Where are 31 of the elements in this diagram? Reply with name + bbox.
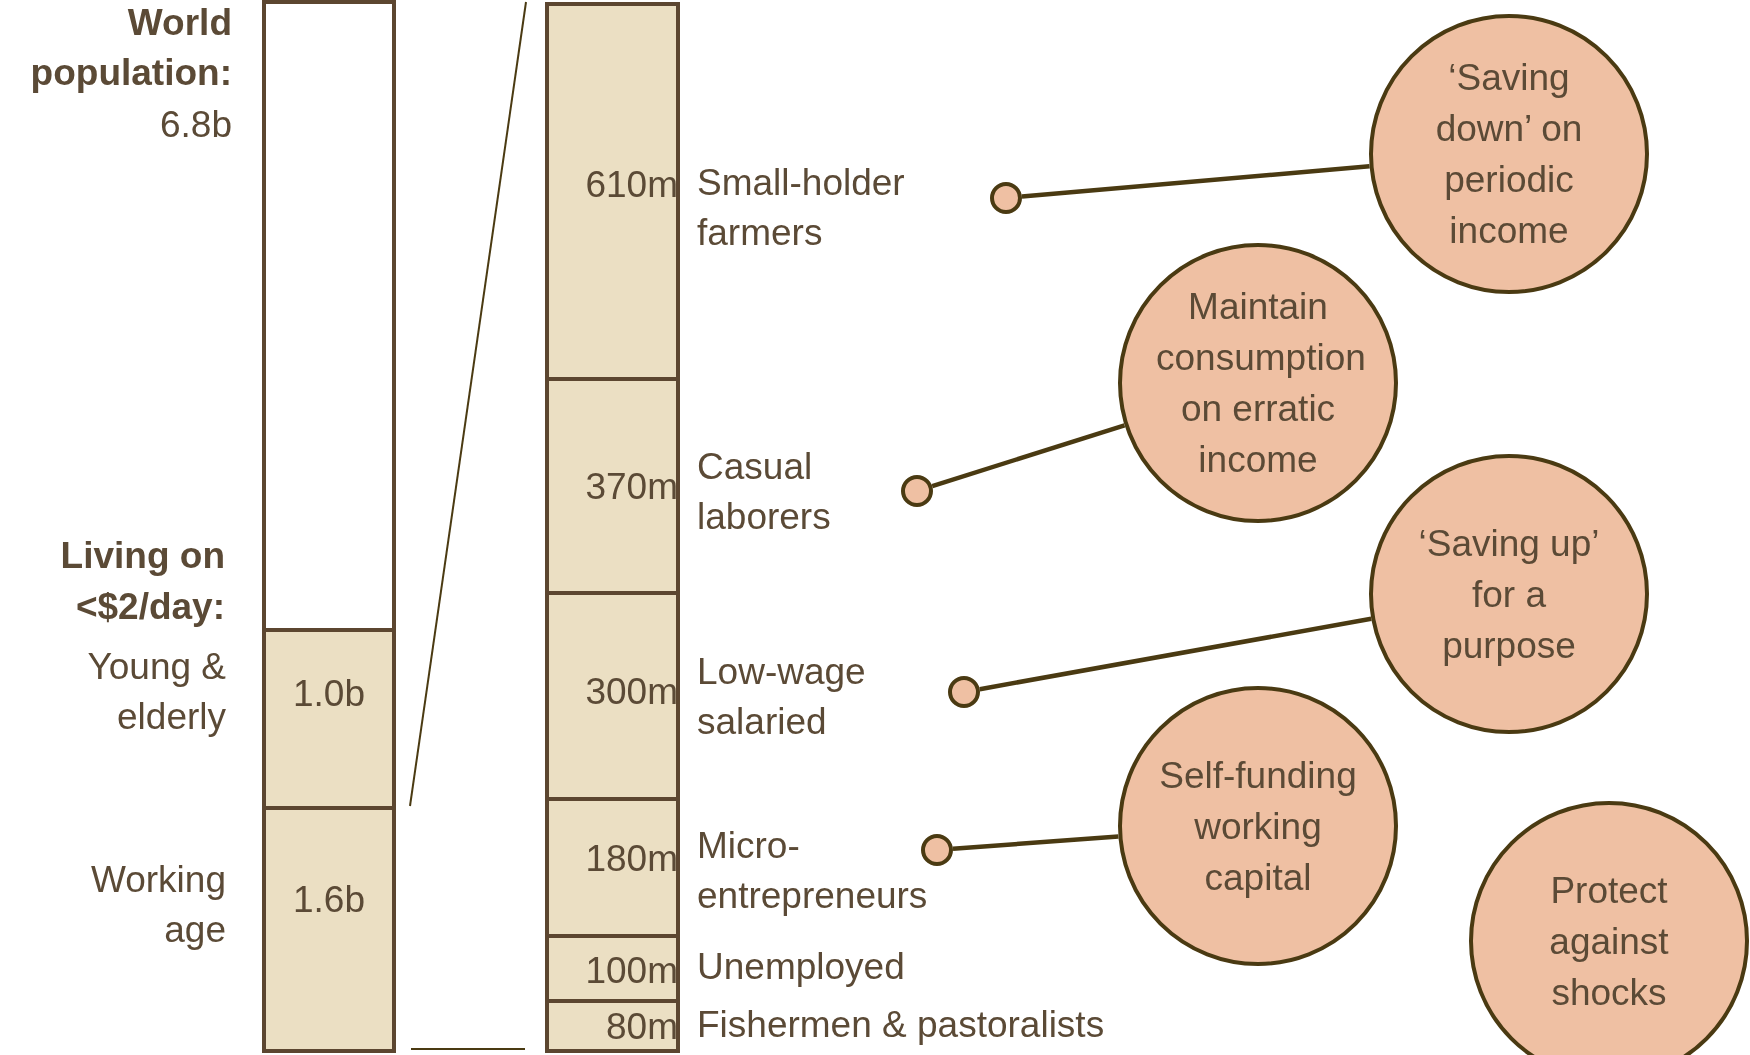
need-text: Protect against shocks	[1548, 868, 1670, 1015]
section-heading: Living on <$2/day:	[59, 534, 225, 629]
group-label: Small-holder farmers	[697, 161, 906, 255]
dot-marker	[948, 676, 980, 708]
dot-marker	[990, 182, 1022, 214]
group-label: Fishermen & pastoralists	[697, 1003, 1105, 1047]
group-label: Working age	[89, 858, 226, 952]
value-label: 1.6b	[293, 879, 365, 921]
value-label: 370m	[585, 466, 678, 508]
group-label: Low-wage salaried	[697, 650, 867, 744]
value-label: 100m	[585, 950, 678, 992]
need-text: Self-funding working capital	[1158, 753, 1358, 900]
leader-line	[931, 423, 1126, 489]
value-label: 1.0b	[293, 673, 365, 715]
value-label: 80m	[606, 1006, 678, 1048]
group-label: World population:	[29, 1, 232, 95]
need-text: ‘Saving up’ for a purpose	[1417, 521, 1601, 668]
group-label: Young & elderly	[86, 645, 226, 739]
leader-line	[1021, 163, 1370, 199]
dot-marker	[901, 475, 933, 507]
group-label: Casual laborers	[697, 445, 832, 539]
group-label: 6.8b	[159, 103, 232, 147]
value-label: 180m	[585, 838, 678, 880]
leader-line	[952, 834, 1119, 852]
need-text: ‘Saving down’ on periodic income	[1434, 56, 1584, 253]
value-label: 610m	[585, 164, 678, 206]
dot-marker	[921, 834, 953, 866]
leader-line	[979, 616, 1372, 692]
group-label: Unemployed	[697, 945, 905, 989]
group-label: Micro-entrepreneurs	[697, 824, 927, 918]
value-label: 300m	[585, 671, 678, 713]
